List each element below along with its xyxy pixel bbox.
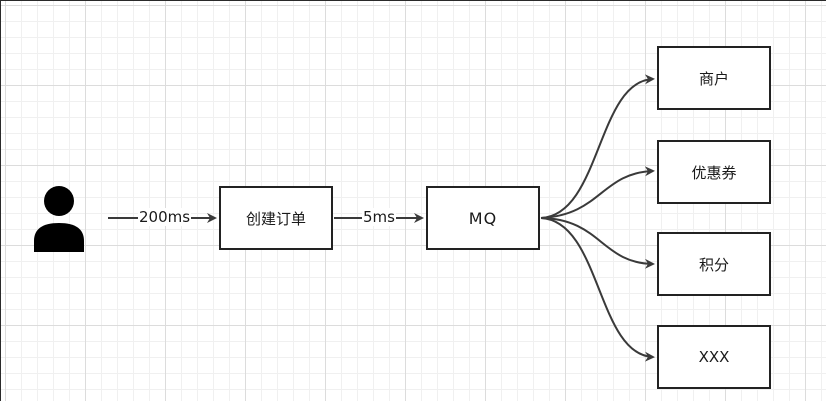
coupon-node: 优惠券 bbox=[657, 140, 771, 204]
xxx-node: XXX bbox=[657, 325, 771, 389]
edge-label-200ms: 200ms bbox=[138, 208, 192, 226]
edge-mq-to-target1 bbox=[540, 74, 655, 219]
edge-mq-to-target3 bbox=[540, 217, 655, 269]
edge-mq-to-target2 bbox=[540, 166, 655, 219]
edge-mq-to-target4 bbox=[540, 217, 655, 362]
merchant-node: 商户 bbox=[657, 46, 771, 110]
person-icon bbox=[34, 186, 84, 252]
points-node: 积分 bbox=[657, 232, 771, 296]
mq-node: MQ bbox=[426, 186, 540, 250]
edge-label-5ms: 5ms bbox=[362, 208, 396, 226]
create-order-node: 创建订单 bbox=[219, 186, 333, 250]
